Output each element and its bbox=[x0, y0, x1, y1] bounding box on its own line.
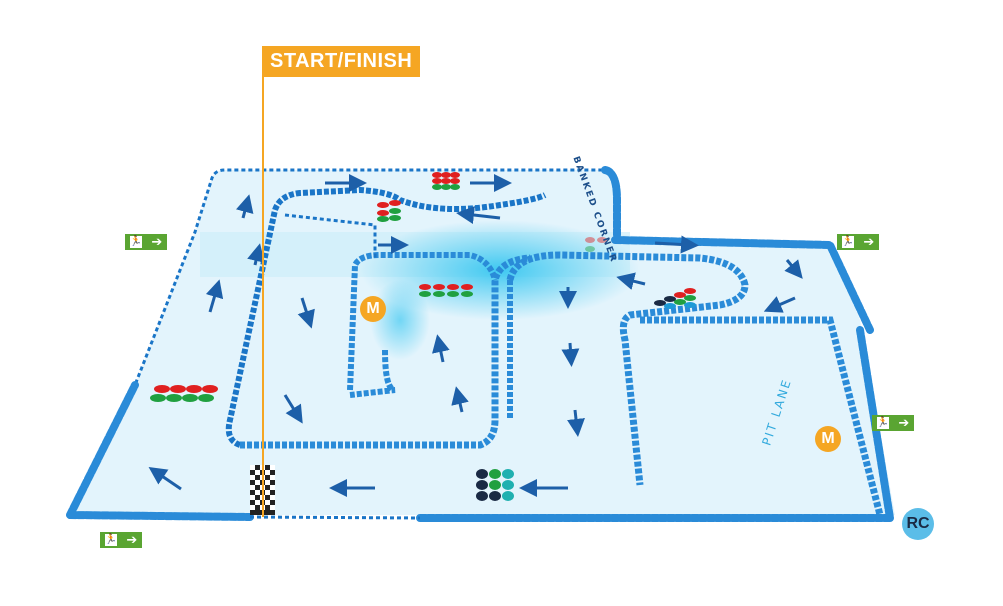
lights-left bbox=[150, 385, 218, 402]
direction-arrow bbox=[247, 243, 265, 266]
emergency-exit-sign: 🏃➔ bbox=[125, 234, 167, 250]
direction-arrow bbox=[567, 409, 585, 437]
direction-arrows bbox=[148, 174, 803, 497]
direction-arrow bbox=[148, 466, 182, 491]
arrow-right-icon: ➔ bbox=[863, 234, 875, 250]
start-finish-line bbox=[262, 77, 264, 517]
outer-edge-dashed bbox=[249, 515, 421, 520]
top-inner-edge bbox=[284, 213, 377, 260]
lights-right bbox=[654, 288, 696, 309]
direction-arrow bbox=[283, 394, 303, 424]
direction-arrow bbox=[205, 279, 224, 313]
arrow-right-icon: ➔ bbox=[151, 234, 163, 250]
outer-edge bbox=[68, 168, 617, 516]
emergency-exit-sign: 🏃➔ bbox=[100, 532, 142, 548]
direction-arrow bbox=[763, 296, 796, 313]
emergency-exit-sign: 🏃➔ bbox=[872, 415, 914, 431]
lights-centre bbox=[419, 284, 473, 297]
direction-arrow bbox=[451, 386, 469, 413]
emergency-exit-icon: 🏃 bbox=[876, 417, 890, 429]
outer-edge-beads bbox=[66, 166, 895, 522]
arrow-right-icon: ➔ bbox=[126, 532, 138, 548]
marshal-post-badge: M bbox=[360, 296, 386, 322]
arrow-right-icon: ➔ bbox=[898, 415, 910, 431]
direction-arrow bbox=[616, 272, 646, 290]
emergency-exit-icon: 🏃 bbox=[104, 534, 118, 546]
inner-hairpin bbox=[347, 252, 498, 398]
inner-left-loop bbox=[225, 186, 547, 448]
emergency-exit-icon: 🏃 bbox=[129, 236, 143, 248]
emergency-exit-sign: 🏃➔ bbox=[837, 234, 879, 250]
direction-arrow bbox=[432, 334, 450, 363]
emergency-exit-icon: 🏃 bbox=[841, 236, 855, 248]
direction-arrow bbox=[456, 206, 501, 224]
direction-arrow bbox=[297, 297, 315, 329]
start-lights-top bbox=[432, 172, 460, 190]
pit-wall bbox=[640, 316, 884, 516]
inner-right-loop bbox=[506, 251, 749, 486]
lights-pit-exit bbox=[476, 469, 514, 501]
lights-left-top bbox=[377, 200, 401, 222]
start-finish-label: START/FINISH bbox=[262, 46, 421, 77]
race-control-badge: RC bbox=[902, 508, 934, 540]
direction-arrow bbox=[561, 342, 580, 367]
marshal-post-badge: M bbox=[815, 426, 841, 452]
glow-area bbox=[370, 280, 430, 360]
direction-arrow bbox=[784, 259, 803, 279]
lights-bridge-faded bbox=[585, 237, 607, 252]
inner-left-bottom bbox=[240, 254, 531, 449]
direction-arrow bbox=[235, 194, 254, 219]
direction-arrow bbox=[654, 235, 699, 254]
